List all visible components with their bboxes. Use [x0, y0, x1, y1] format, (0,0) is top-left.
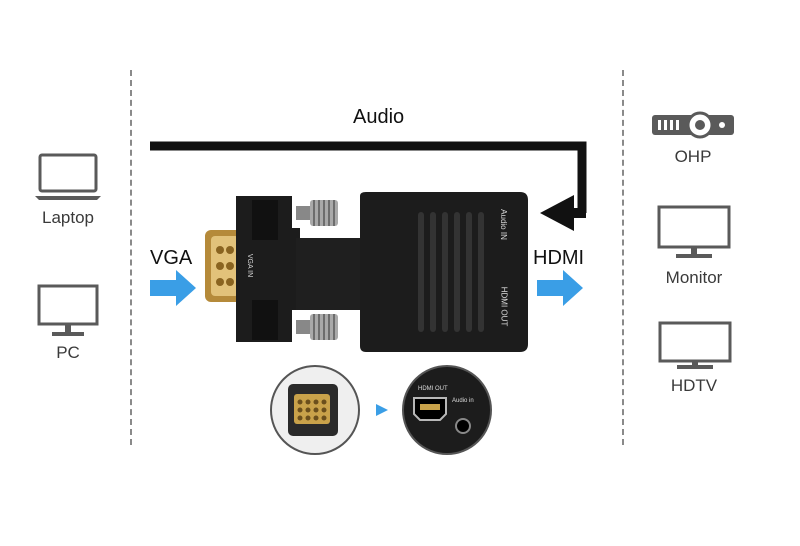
monitor-label: Monitor — [665, 268, 723, 287]
hdtv-icon — [657, 320, 733, 372]
hdmi-label: HDMI — [533, 247, 585, 269]
projector-icon — [650, 110, 736, 140]
vga-in-port-label: VGA IN — [246, 253, 254, 278]
vga-arrow — [150, 270, 196, 306]
right-divider — [622, 70, 624, 445]
vga-label: VGA — [150, 247, 193, 269]
pc-monitor-icon — [36, 283, 100, 339]
detail-arrow — [376, 404, 388, 416]
laptop-label: Laptop — [42, 208, 94, 227]
ohp-label: OHP — [674, 147, 712, 166]
hdmi-arrow — [537, 270, 583, 306]
detail-hdmi-out-label: HDMI OUT — [418, 386, 448, 392]
hdmi-detail-photo — [402, 365, 492, 455]
hdtv-label: HDTV — [670, 376, 718, 395]
adapter-device — [205, 192, 528, 352]
left-divider — [130, 70, 132, 445]
monitor-icon — [656, 204, 732, 262]
vga-detail-photo — [270, 365, 360, 455]
audio-label: Audio — [353, 106, 405, 128]
audio-in-port-label: Audio IN — [498, 209, 508, 240]
pc-label: PC — [56, 343, 80, 362]
laptop-icon — [34, 152, 102, 202]
hdmi-out-port-label: HDMI OUT — [499, 286, 509, 327]
detail-audio-in-label: Audio in — [452, 398, 474, 404]
audio-arrowhead — [540, 195, 574, 231]
audio-path — [150, 141, 587, 213]
